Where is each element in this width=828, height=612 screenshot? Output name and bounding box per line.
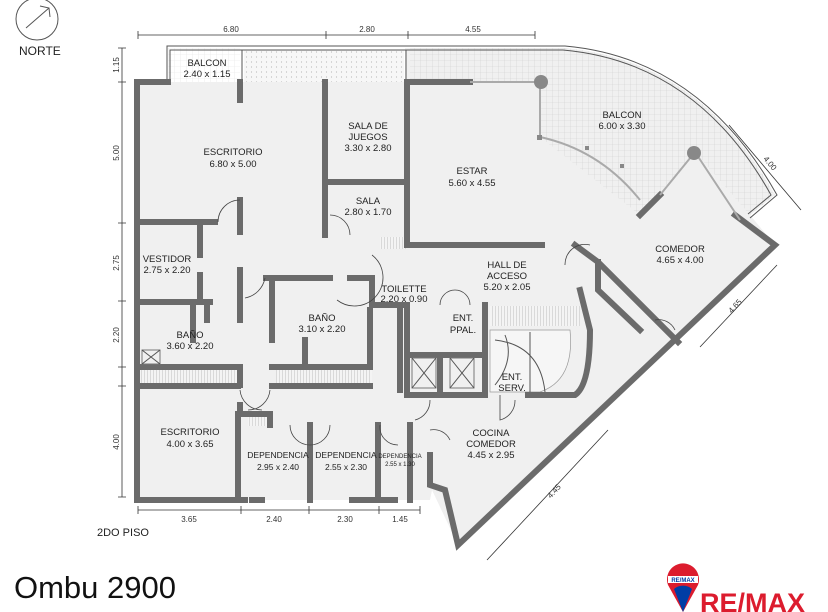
svg-text:3.65: 3.65: [181, 515, 197, 524]
svg-text:6.80: 6.80: [223, 25, 239, 34]
svg-text:1.45: 1.45: [392, 515, 408, 524]
floor-label: 2DO PISO: [97, 527, 149, 539]
svg-text:2.20: 2.20: [112, 327, 121, 343]
room-ent-ppal: ENT.PPAL.: [450, 313, 476, 336]
svg-text:5.00: 5.00: [112, 145, 121, 161]
svg-text:2.80: 2.80: [359, 25, 375, 34]
svg-text:2.30: 2.30: [337, 515, 353, 524]
north-label: NORTE: [19, 44, 61, 58]
svg-text:2.40: 2.40: [266, 515, 282, 524]
svg-text:RE/MAX: RE/MAX: [700, 588, 805, 612]
planter: [244, 50, 404, 82]
walls: [134, 79, 780, 551]
svg-text:RE/MAX: RE/MAX: [671, 578, 694, 584]
balcony-large: [410, 48, 775, 215]
svg-text:2.75: 2.75: [112, 255, 121, 271]
doors: [217, 199, 676, 446]
svg-text:4.45: 4.45: [546, 482, 564, 500]
room-ent-serv: ENT.SERV.: [498, 372, 525, 394]
svg-text:4.00: 4.00: [761, 155, 778, 173]
remax-logo: RE/MAX RE/MAX: [666, 563, 805, 612]
dimension-lines: [118, 31, 802, 561]
svg-text:4.00: 4.00: [112, 434, 121, 450]
svg-text:4.55: 4.55: [465, 25, 481, 34]
property-title: Ombu 2900: [14, 570, 176, 605]
svg-text:4.65: 4.65: [727, 297, 745, 315]
north-arrow-icon: [15, 0, 59, 41]
balcony-small: [168, 48, 240, 82]
svg-text:1.15: 1.15: [112, 57, 121, 73]
